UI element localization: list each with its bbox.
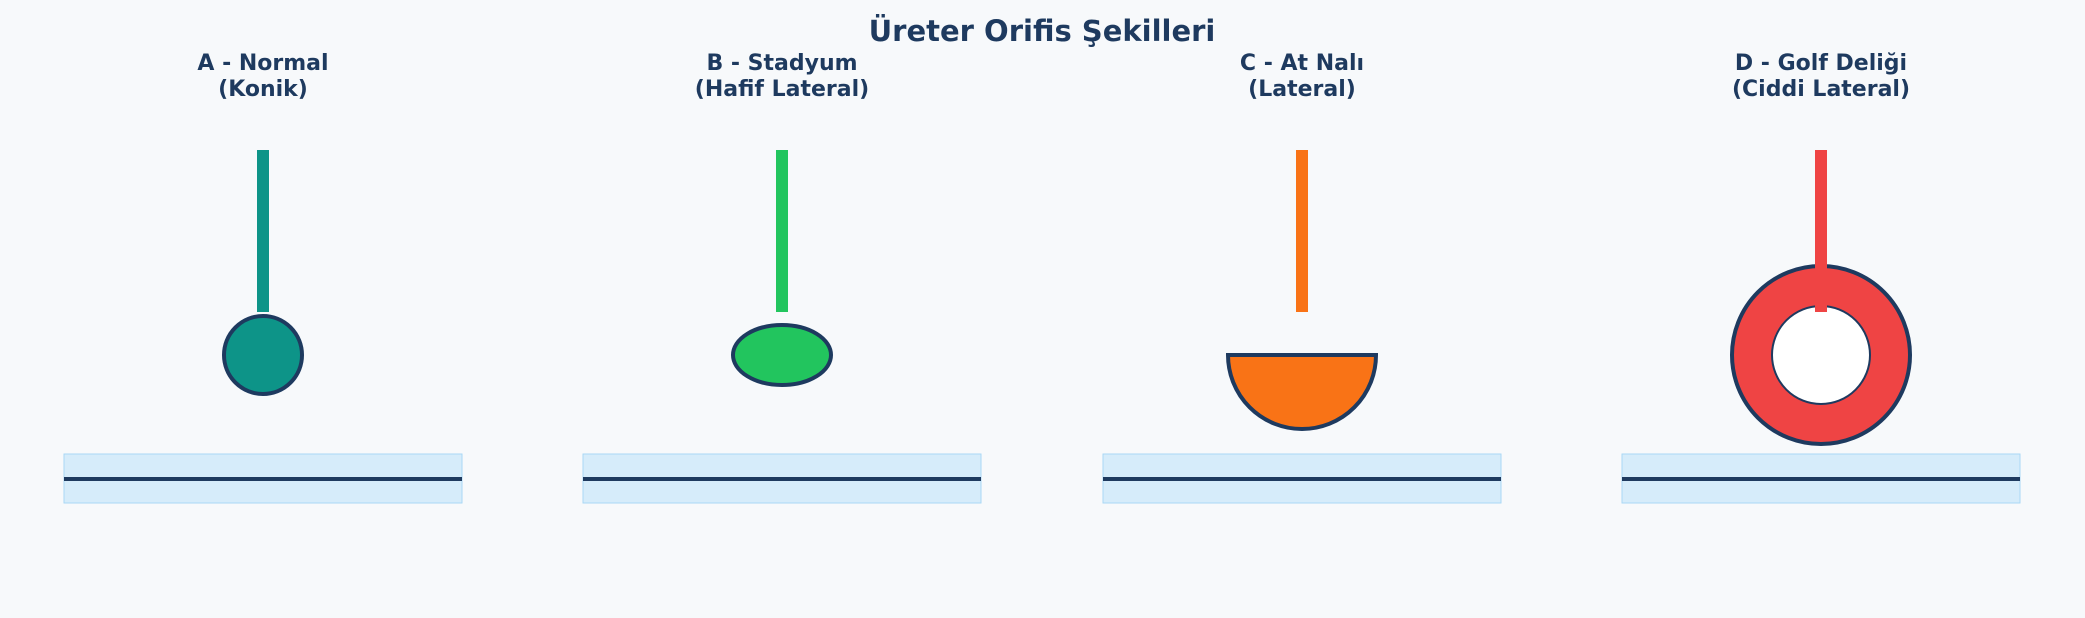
panel-label-line1: A - Normal (197, 51, 328, 76)
orifice-shape-ring-hole (1771, 305, 1871, 405)
orifice-shape-half-disc (1225, 353, 1379, 431)
orifice-shape-ellipse (731, 323, 833, 387)
orifice-shape-circle (222, 314, 304, 396)
panel-label-line2: (Konik) (218, 77, 308, 102)
orifice-panel-d: D - Golf Deliği(Ciddi Lateral) (1621, 51, 2021, 504)
ureter-tube (776, 150, 788, 312)
panel-label-line2: (Lateral) (1248, 77, 1356, 102)
panel-label-line2: (Hafif Lateral) (695, 77, 869, 102)
diagram-title: Üreter Orifis Şekilleri (869, 14, 1216, 48)
panel-label-line1: D - Golf Deliği (1735, 51, 1907, 76)
ureter-tube (1815, 150, 1827, 312)
orifice-panel-a: A - Normal(Konik) (63, 51, 463, 504)
ureter-tube (1296, 150, 1308, 312)
ureter-tube (257, 150, 269, 312)
panel-label-line1: B - Stadyum (706, 51, 857, 76)
panel-label-line1: C - At Nalı (1240, 51, 1364, 76)
orifice-panel-b: B - Stadyum(Hafif Lateral) (582, 51, 982, 504)
panel-label-line2: (Ciddi Lateral) (1732, 77, 1910, 102)
orifice-panel-c: C - At Nalı(Lateral) (1102, 51, 1502, 504)
